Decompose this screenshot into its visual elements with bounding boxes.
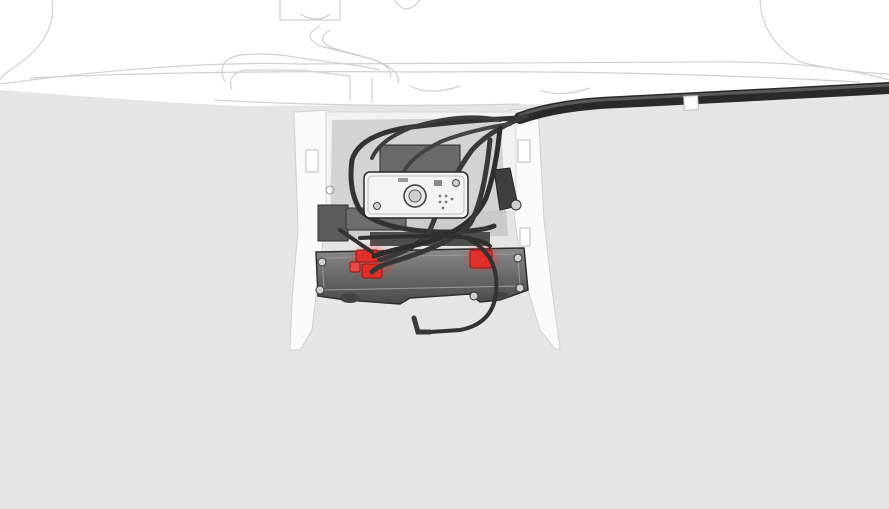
upper-module (379, 144, 461, 176)
mounting-bolt-icon (513, 253, 523, 263)
mounting-bolt-icon (315, 285, 325, 295)
mounting-bolt-icon (469, 291, 479, 301)
vehicle-body-upper (0, 0, 889, 106)
mounting-bolt-icon (515, 283, 525, 293)
vehicle-outline (0, 0, 889, 106)
control-module-icon (363, 171, 469, 219)
mounting-bolt-icon (317, 257, 327, 267)
